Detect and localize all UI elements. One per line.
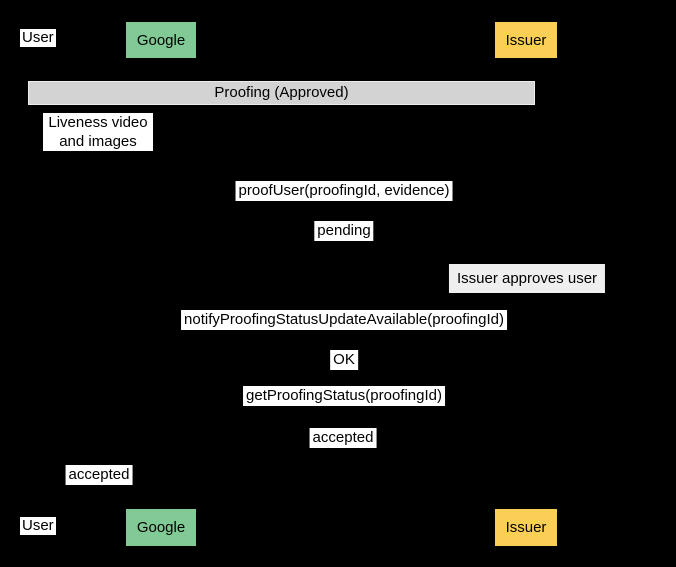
participant-google-top: Google (126, 22, 196, 58)
note-issuer-approves-user: Issuer approves user (448, 264, 606, 293)
participant-issuer-bottom: Issuer (495, 509, 557, 546)
message-liveness-video: Liveness video and images (43, 113, 153, 151)
section-band-proofing: Proofing (Approved) (28, 81, 535, 105)
participant-google-bottom: Google (126, 509, 196, 546)
message-get-proofing-status: getProofingStatus(proofingId) (243, 386, 445, 406)
participant-user-bottom: User (20, 517, 56, 535)
message-ok: OK (330, 350, 358, 370)
participant-user-top: User (20, 29, 56, 47)
message-accepted-google-user: accepted (65, 465, 133, 485)
message-accepted-issuer-google: accepted (309, 428, 377, 448)
message-proof-user: proofUser(proofingId, evidence) (235, 181, 453, 201)
participant-issuer-top: Issuer (495, 22, 557, 58)
message-pending: pending (314, 221, 374, 241)
message-notify-proofing-status: notifyProofingStatusUpdateAvailable(proo… (181, 310, 507, 330)
